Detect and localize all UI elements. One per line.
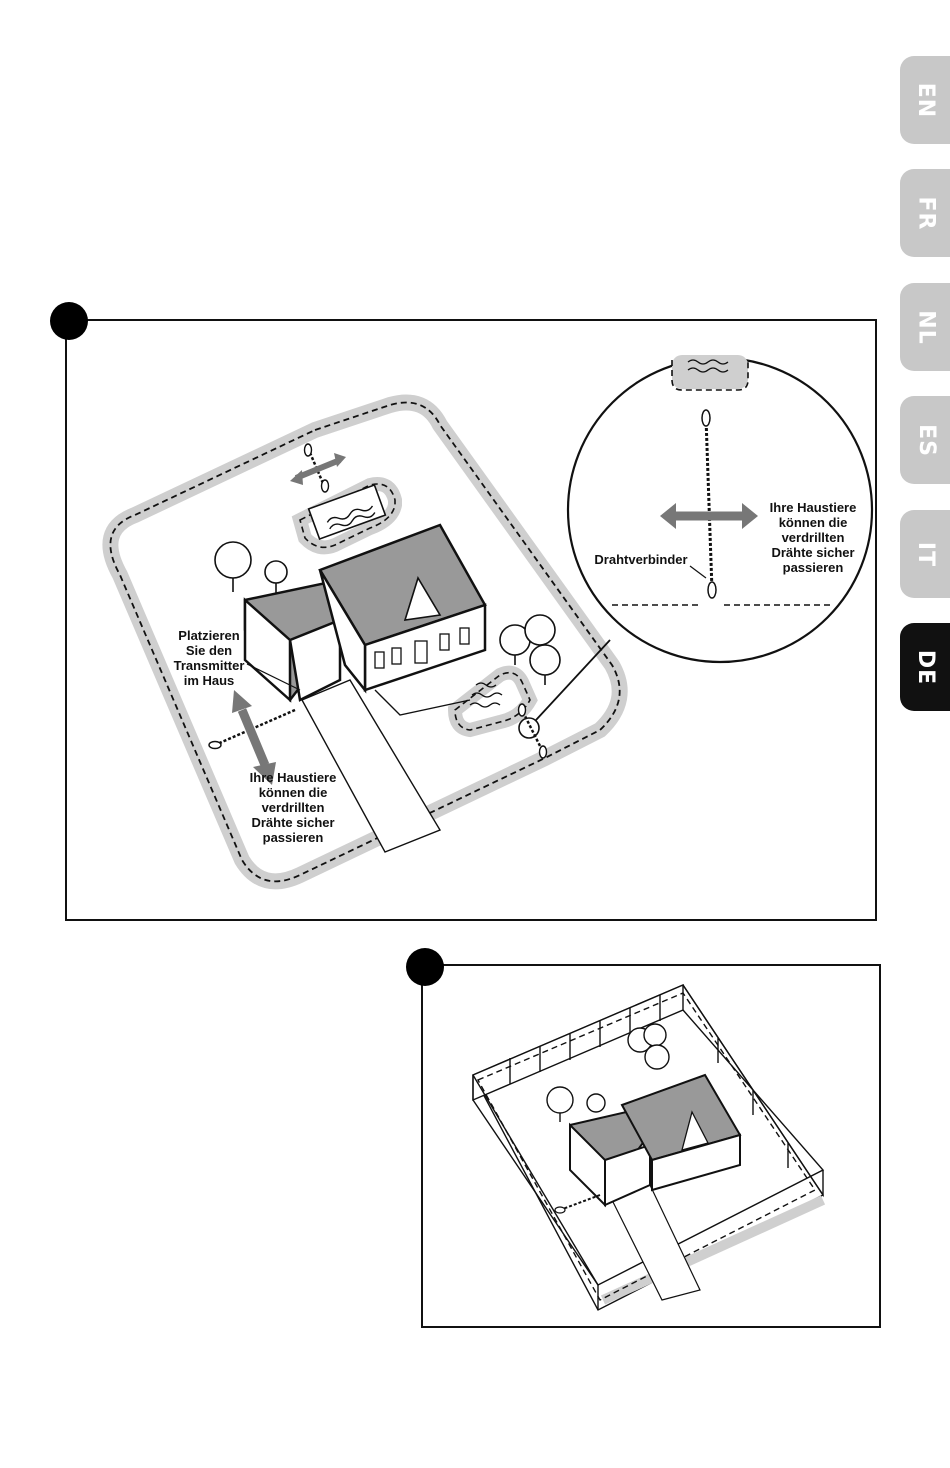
fenced-yard-diagram — [0, 0, 950, 1468]
